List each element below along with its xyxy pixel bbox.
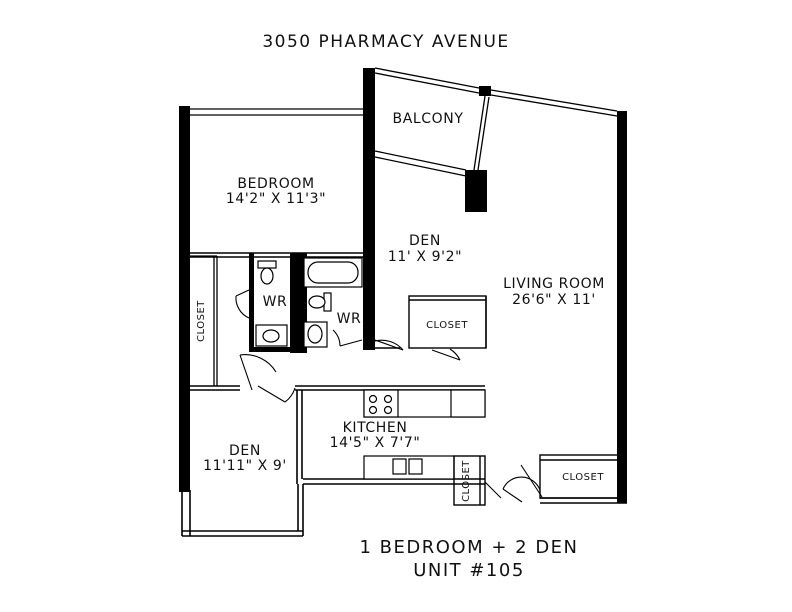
fridge	[450, 389, 486, 418]
den-bottom-dimensions: 11'11" X 9'	[203, 458, 287, 474]
kitchen-sink-right	[408, 458, 423, 475]
wall-bedroom-right	[363, 68, 375, 350]
bedroom-window	[190, 108, 363, 116]
living-room-dimensions: 26'6" X 11'	[512, 292, 596, 308]
toilet-bowl-right	[308, 295, 326, 309]
kitchen-fixtures	[363, 389, 486, 480]
closet-vertical-left-label: CLOSET	[196, 300, 207, 342]
closet-vertical-left-walls	[190, 255, 218, 386]
toilet-bowl-left	[260, 267, 274, 285]
bedroom-dimensions: 14'2" X 11'3"	[226, 191, 326, 207]
wall-left	[179, 106, 190, 492]
exterior-walls	[179, 68, 627, 503]
den-bottom-label: DEN	[229, 443, 261, 459]
sink-basin-right	[307, 324, 323, 344]
balcony-post	[479, 86, 491, 96]
balcony-label: BALCONY	[392, 111, 463, 127]
den-top-dimensions: 11' X 9'2"	[388, 249, 462, 265]
living-room-label: LIVING ROOM	[503, 276, 605, 292]
closet-entry-label: CLOSET	[562, 472, 604, 483]
toilet-tank-left	[257, 260, 277, 269]
wall-right	[617, 111, 627, 503]
closet-entry-walls	[539, 454, 621, 499]
closet-den-label: CLOSET	[426, 320, 468, 331]
washroom-walls	[249, 253, 307, 353]
den-top-label: DEN	[409, 233, 441, 249]
doors	[235, 289, 543, 503]
kitchen-dimensions: 14'5" X 7'7"	[330, 435, 421, 451]
balcony-railing	[374, 67, 618, 177]
closet-kitchen-walls	[453, 455, 486, 506]
page-title: 3050 PHARMACY AVENUE	[262, 32, 509, 52]
washroom-fixtures	[255, 257, 363, 348]
kitchen-label: KITCHEN	[343, 420, 408, 436]
wr-left-label: WR	[263, 294, 288, 310]
balcony-column	[465, 170, 487, 212]
wr-right-label: WR	[337, 311, 362, 327]
closet-kitchen-label: CLOSET	[461, 460, 472, 502]
bedroom-bottom-wall	[190, 252, 363, 258]
stove	[363, 389, 399, 418]
kitchen-sink-left	[392, 458, 407, 475]
den-top-closet-walls	[375, 295, 487, 349]
sink-basin-left	[262, 329, 280, 343]
unit-type: 1 BEDROOM + 2 DEN	[359, 537, 578, 558]
bedroom-label: BEDROOM	[237, 176, 314, 192]
unit-number: UNIT #105	[413, 560, 525, 581]
